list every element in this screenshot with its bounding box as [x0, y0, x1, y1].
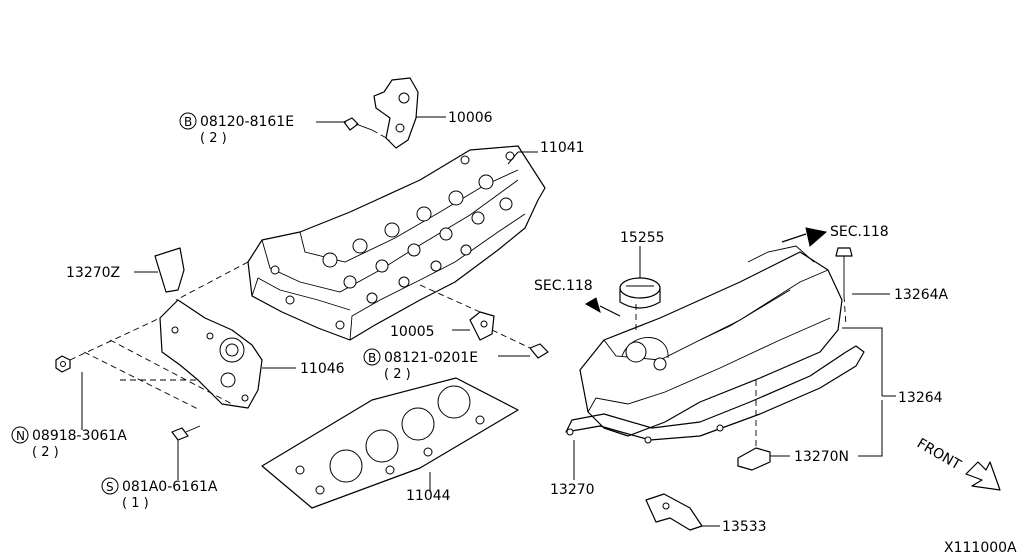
- gasket-13270n: [737, 447, 790, 471]
- callout-11044: 11044: [406, 488, 451, 504]
- callout-prefix: N: [16, 429, 25, 443]
- cylinder-head: [247, 145, 546, 341]
- bolt-08121: [498, 343, 549, 359]
- callout-prefix: B: [184, 115, 192, 129]
- callout-15255: 15255: [620, 230, 665, 246]
- bracket-10005: [419, 284, 531, 349]
- callout-11046: 11046: [300, 361, 345, 377]
- bolt-081a0: [171, 425, 201, 480]
- callout-qty: ( 2 ): [384, 367, 411, 382]
- callout-sec118-right: SEC.118: [830, 224, 889, 240]
- callout-bolt-081a0: S 081A0-6161A ( 1 ): [101, 477, 218, 511]
- nut-08918: [55, 355, 83, 430]
- callout-qty: ( 2 ): [200, 131, 227, 146]
- callout-13270z: 13270Z: [66, 265, 120, 281]
- callout-bolt-08120: B 08120-8161E ( 2 ): [179, 112, 294, 146]
- callout-prefix: B: [368, 351, 376, 365]
- sec-arrow-right: [781, 227, 828, 247]
- sec-arrow-left: [585, 297, 621, 317]
- callout-13264: 13264: [898, 390, 943, 406]
- front-cover: [69, 261, 296, 411]
- callout-number: 08918-3061A: [32, 428, 127, 444]
- oil-filler-cap: [619, 246, 661, 309]
- callout-prefix: S: [106, 480, 114, 494]
- bracket-13533: [645, 493, 720, 531]
- head-gasket: [261, 377, 519, 509]
- callout-number: 081A0-6161A: [122, 479, 218, 495]
- callout-13270: 13270: [550, 482, 595, 498]
- callout-number: 08121-0201E: [384, 350, 478, 366]
- bolt-13264a: [835, 247, 890, 327]
- callout-qty: ( 2 ): [32, 445, 59, 460]
- callout-10006: 10006: [448, 110, 493, 126]
- callout-11041: 11041: [540, 140, 585, 156]
- front-arrow-icon: [965, 461, 1001, 491]
- bracket-10006: [373, 77, 446, 149]
- rocker-gasket: [565, 345, 865, 480]
- callout-10005: 10005: [390, 324, 435, 340]
- callout-bolt-08121: B 08121-0201E ( 2 ): [363, 348, 478, 382]
- bolt-08120: [316, 117, 391, 141]
- seal-13270z: [134, 247, 185, 293]
- callout-nut-08918: N 08918-3061A ( 2 ): [11, 426, 127, 460]
- callout-13270n: 13270N: [794, 449, 849, 465]
- callout-sec118-left: SEC.118: [534, 278, 593, 294]
- callout-qty: ( 1 ): [122, 496, 149, 511]
- rocker-cover: [579, 245, 883, 457]
- figure-code: X111000A: [944, 540, 1017, 556]
- callout-13533: 13533: [722, 519, 767, 535]
- front-label: FRONT: [914, 436, 964, 474]
- callout-13264a: 13264A: [894, 287, 949, 303]
- callout-number: 08120-8161E: [200, 114, 294, 130]
